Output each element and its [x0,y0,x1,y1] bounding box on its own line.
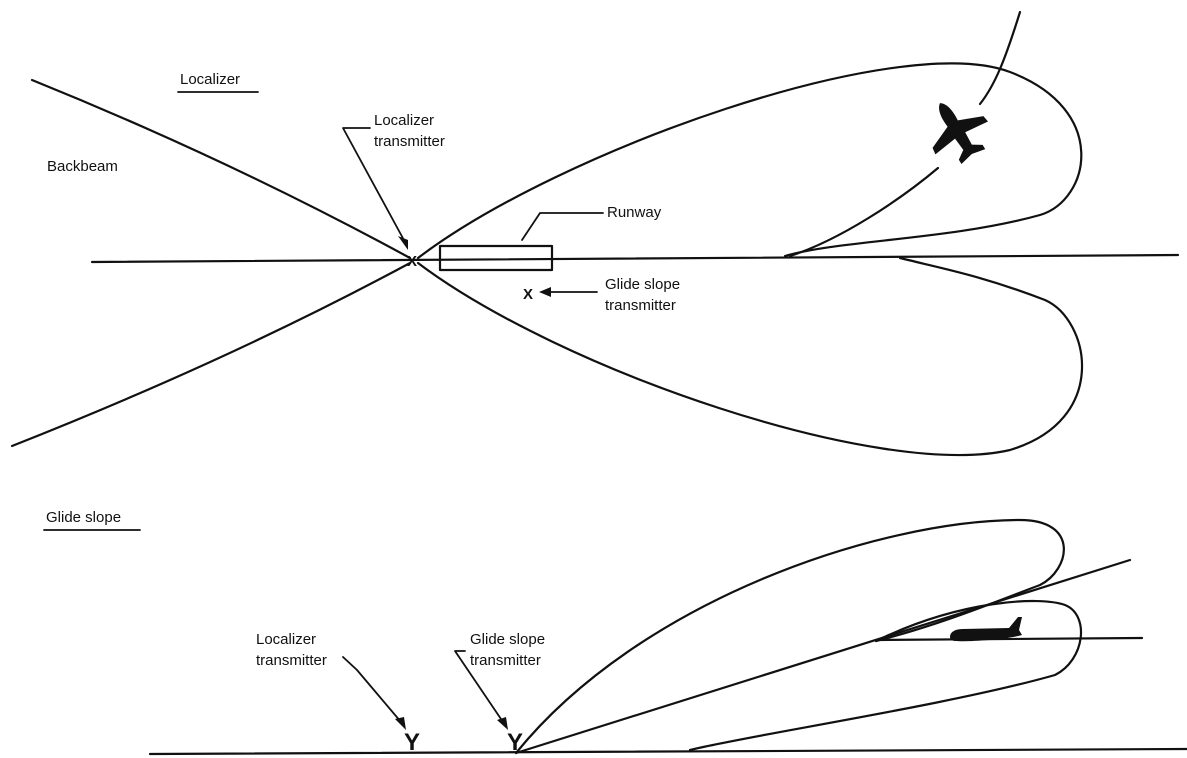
glide-slope-transmitter-mark: X [523,286,533,303]
gs-localizer-transmitter-arrowhead [395,717,406,730]
horizontal-reference-line [874,636,1144,642]
flight-path-lower [788,166,940,258]
airplane-icon [932,103,988,165]
glide-slope-heading: Glide slope [46,509,121,526]
course-centerline [90,253,1180,264]
localizer-transmitter-mark: X [407,253,417,270]
glide-path-line [514,558,1132,755]
localizer-section: Localizer Backbeam X X Localizer transmi… [10,10,1180,457]
localizer-upper-lobe [416,62,1083,260]
localizer-transmitter-leader [342,127,406,243]
gs-glide-slope-transmitter-leader [454,650,504,723]
glide-slope-transmitter-arrowhead [539,287,551,297]
localizer-transmitter-label-line1: Localizer [374,112,434,129]
gs-glide-slope-transmitter-label-line1: Glide slope [470,631,545,648]
runway-label: Runway [607,204,662,221]
runway [438,244,554,272]
localizer-transmitter-arrowhead [398,236,408,250]
airplane-side-icon [950,617,1022,642]
gs-localizer-transmitter-label-line2: transmitter [256,652,327,669]
backbeam-upper-line [30,78,412,260]
localizer-heading: Localizer [180,71,240,88]
backbeam-lower-line [10,261,412,448]
gs-glide-slope-transmitter-arrowhead [497,717,508,730]
runway-leader [521,212,604,241]
localizer-antenna-mark: Y [404,729,420,756]
ground-line [148,747,1187,756]
flight-path-upper [978,10,1022,106]
gs-localizer-transmitter-leader [342,656,402,723]
glide-slope-lower-lobe [688,599,1083,752]
localizer-lower-lobe [416,256,1083,457]
gs-glide-slope-transmitter-label-line2: transmitter [470,652,541,669]
backbeam-label: Backbeam [47,158,118,175]
glide-slope-transmitter-label-line1: Glide slope [605,276,680,293]
glide-slope-section: Glide slope Y Y Localizer transmitter Gl… [43,509,1187,756]
glide-slope-transmitter-label-line2: transmitter [605,297,676,314]
glide-slope-antenna-mark: Y [507,729,523,756]
gs-localizer-transmitter-label-line1: Localizer [256,631,316,648]
localizer-transmitter-label-line2: transmitter [374,133,445,150]
